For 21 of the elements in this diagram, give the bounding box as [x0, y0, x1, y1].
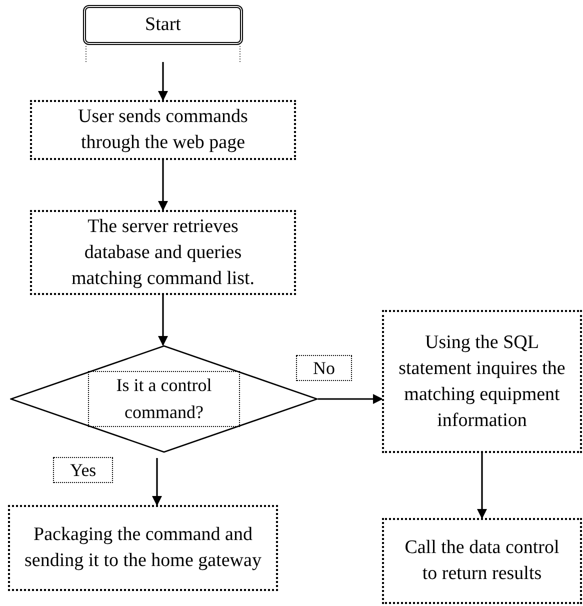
- process-box: [8, 505, 278, 591]
- edge-label: No: [296, 355, 352, 381]
- arrow: [152, 458, 162, 506]
- edge-label: Yes: [53, 457, 114, 483]
- node-text: Call the data control to return results: [404, 536, 560, 586]
- terminal-box: [83, 5, 243, 45]
- process-box: [30, 210, 296, 295]
- node-text: Is it a control command?: [115, 374, 213, 424]
- arrow: [158, 295, 168, 346]
- node-text: Packaging the command and sending it to the home gateway: [24, 523, 262, 573]
- process-box: [382, 518, 582, 604]
- node-text: User sends commands through the web page: [77, 105, 249, 155]
- arrow: [477, 453, 487, 519]
- arrow: [158, 160, 168, 211]
- process-box: [30, 100, 296, 160]
- node-text: Using the SQL statement inquires the matching equipment information: [398, 330, 566, 432]
- arrow: [318, 394, 383, 404]
- arrow: [158, 62, 168, 101]
- process-box: [382, 310, 582, 453]
- node-text: The server retrieves database and queries matching command list.: [70, 214, 256, 290]
- node-text: Start: [145, 14, 181, 36]
